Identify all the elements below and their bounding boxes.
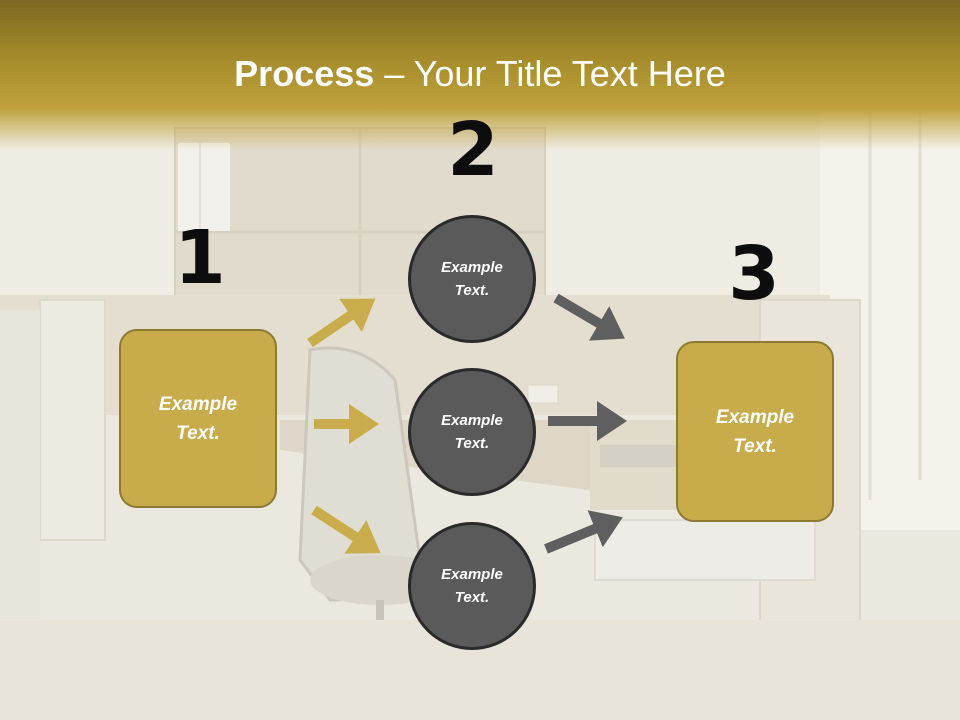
slide-title: Process – Your Title Text Here <box>0 52 960 96</box>
arrow-gray-up <box>544 510 623 554</box>
arrow-gray-down <box>553 293 625 341</box>
arrow-gold-up <box>307 298 376 348</box>
step-number-3: 3 <box>728 231 780 317</box>
arrow-gold-down <box>311 505 381 554</box>
box-step-1[interactable]: Example Text. <box>119 329 277 508</box>
step-number-2: 2 <box>447 107 499 193</box>
title-rest-part: – Your Title Text Here <box>374 53 726 94</box>
title-band <box>0 0 960 150</box>
circle-bottom[interactable]: Example Text. <box>408 522 536 650</box>
circle-bottom-text: Example Text. <box>441 566 503 606</box>
circle-top-text: Example Text. <box>441 259 503 299</box>
box-step-3[interactable]: Example Text. <box>676 341 834 522</box>
circle-middle[interactable]: Example Text. <box>408 368 536 496</box>
box-step-3-text: Example Text. <box>715 406 795 457</box>
step-number-1: 1 <box>174 215 226 301</box>
circle-top[interactable]: Example Text. <box>408 215 536 343</box>
box-step-1-text: Example Text. <box>158 393 238 444</box>
circle-middle-text: Example Text. <box>441 412 503 452</box>
title-bold-part: Process <box>234 53 375 94</box>
